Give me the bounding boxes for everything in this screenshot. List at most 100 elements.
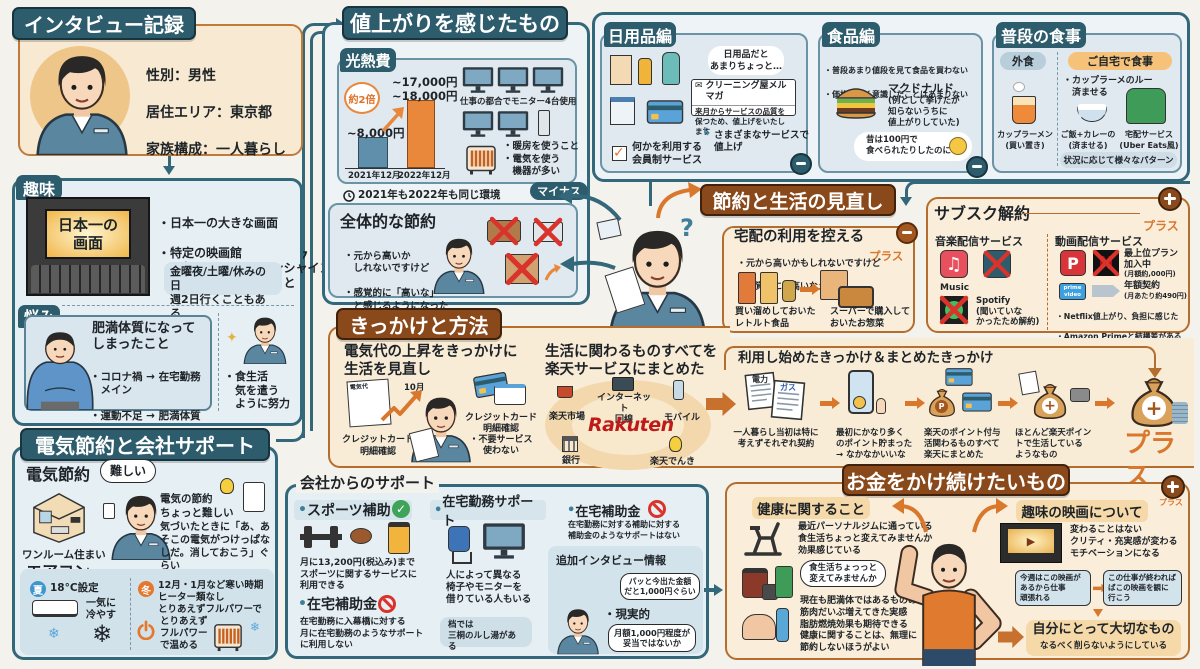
arrow-right-icon	[998, 397, 1018, 409]
utility-cost-tag: 光熱費	[340, 48, 396, 72]
electric-quote: 気づいたときに「あ、あそこの電気がつけっぱなしだ。消しておこう」ぐらい	[160, 522, 270, 572]
monitors-note: 仕事の都合でモニター4台使用	[460, 97, 577, 107]
monitor-icon	[462, 110, 494, 138]
connector-line	[649, 180, 652, 206]
big-arrow-right-icon	[998, 626, 1024, 648]
snowflake-icon: ❄	[48, 626, 60, 642]
month-label: 10月	[404, 383, 425, 393]
exercise-bike-icon	[744, 522, 782, 556]
trigger-title: きっかけと方法	[336, 308, 502, 340]
wallet-icon	[1070, 388, 1090, 402]
divider	[218, 313, 219, 411]
doc-label-power: 電力	[752, 375, 768, 384]
flow-frame-line	[724, 346, 1156, 370]
service-mobile: モバイル	[664, 413, 701, 423]
home-allowance-title: 在宅補助金	[575, 504, 641, 520]
delivery-bullet: ・元から高いかもしれないですけど	[737, 258, 881, 269]
ratio-badge: 約2倍	[344, 82, 380, 114]
newsletter-body: 来月からサービスの品質を 保つため、値上げをいたします	[695, 106, 785, 136]
movie-note: 変わることはない クリティ・充実感が変わる モチベーションになる	[1070, 525, 1178, 559]
dumbbell-weight	[330, 526, 338, 548]
water-bottle-icon	[776, 608, 789, 642]
ball-icon	[350, 528, 372, 544]
worry-causes: ・コロナ禍 → 在宅勤務 メイン ・運動不足 → 肥満体質	[90, 358, 201, 436]
flyer-icon	[610, 97, 635, 125]
arrow-right-icon	[905, 397, 925, 409]
electric-headline: 電気代の上昇をきっかけに 生活を見直し	[344, 344, 518, 378]
credit-card-icon	[494, 384, 526, 405]
milk-carton-icon	[610, 55, 632, 85]
healthy-man-avatar	[240, 312, 290, 364]
meals-summary: 状況に応じて様々なパターン	[1060, 152, 1177, 168]
spotify-label: Spotify (聞いていな かったため解約)	[976, 296, 1040, 327]
bar-2021	[358, 136, 388, 168]
minus-icon	[790, 153, 812, 175]
monitor-icon	[482, 522, 526, 560]
rakuten-logo: Rakuten	[588, 414, 674, 436]
gender-field: 性別：男性	[146, 67, 216, 84]
remote-support-title: 在宅勤務サポート	[442, 495, 534, 529]
delivery-title: 宅配の利用を控える	[731, 228, 868, 247]
point-badge: P	[935, 400, 948, 413]
apple-music-label: Music	[940, 283, 970, 293]
daily-goods-tag: 日用品編	[604, 22, 676, 47]
realistic-point: ・現実的	[604, 607, 650, 621]
newsletter-title: クリーニング屋メルマガ	[705, 81, 787, 103]
bar-label-2021: ~8,000円	[347, 126, 405, 140]
connector-line	[704, 588, 716, 592]
keep-spending-plus-label: プラス	[1159, 498, 1183, 507]
cause-item: ・コロナ禍 → 在宅勤務 メイン	[90, 371, 201, 396]
overweight-man	[26, 328, 94, 410]
arrow-down-icon	[900, 197, 912, 206]
conclusion-note: なるべく削らないようにしている	[1039, 641, 1168, 651]
video-bullet: ・Netflix値上がり、負担に感じた	[1056, 312, 1179, 321]
remote-support-note: 人によって異なる 椅子やモニターを 借りている人もいる	[446, 570, 532, 605]
avatar	[28, 44, 136, 155]
deli-label: スーパーで購入して おいたお惣菜	[830, 307, 911, 329]
office-chair-icon	[448, 526, 470, 552]
service-internet: インターネット 回線	[596, 393, 651, 425]
top-plan-label: 最上位プラン 加入中	[1124, 249, 1179, 270]
flow-step-1: 一人暮らし当初は特に 考えずそれぞれ契約	[733, 428, 819, 449]
theater-illustration: 日本一の 画面	[26, 197, 150, 296]
newsletter-email: ✉クリーニング屋メルマガ 来月からサービスの品質を 保つため、値上げをいたします	[691, 79, 796, 136]
monitor-icon	[497, 110, 529, 138]
increase-arrow-icon	[381, 107, 404, 133]
flow-arrows	[558, 182, 702, 272]
minus-icon	[896, 222, 918, 244]
arrow-down-icon	[1093, 609, 1103, 617]
plus-badge: +	[1142, 396, 1166, 420]
sports-note: 月に13,200円(税込み)まで スポーツに関するサービスに 利用できる	[300, 558, 417, 591]
dumbbell-icon	[300, 534, 342, 540]
overall-saving-title: 全体的な節約	[340, 212, 437, 231]
newsletter-header: ✉クリーニング屋メルマガ	[692, 80, 795, 106]
curved-arrow-icon	[544, 264, 561, 281]
arrow-right-icon	[820, 397, 840, 409]
shopping-cart-icon	[557, 386, 573, 398]
supplement-bottle-icon	[775, 566, 793, 598]
cup-noodle-icon	[1012, 96, 1036, 124]
annual-plan-label: 年額契約	[1124, 281, 1161, 291]
x-label-2021: 2021年12月	[348, 171, 401, 181]
monitor-icon	[532, 66, 564, 94]
checkbox-label: 何かを利用する 会員制サービス	[632, 142, 702, 166]
video-bullet: ・Amazon Primeと結構差がある	[1056, 332, 1182, 341]
plus-badge: +	[1042, 398, 1058, 414]
minus-icon	[966, 156, 988, 178]
heater-icon	[466, 143, 496, 176]
rakuten-ecosystem-inner	[572, 395, 684, 455]
cause-item: ・運動不足 → 肥満体質	[90, 410, 201, 422]
pump-bottle-icon	[662, 52, 680, 85]
arrow-down-icon	[163, 166, 175, 175]
light-bulb-icon	[669, 436, 682, 452]
delivery-plus-label: プラス	[869, 249, 904, 263]
cross-icon	[983, 250, 1011, 278]
bank-icon	[562, 436, 578, 452]
arrow-down-icon	[1148, 368, 1162, 378]
laptop-icon	[612, 377, 634, 391]
aircon-unit-icon	[32, 600, 78, 617]
hobby-bullet: ・日本一の大きな画面	[158, 216, 279, 230]
question-mark-icon: ?	[680, 214, 694, 242]
curved-arrows	[892, 498, 1008, 533]
annual-plan-price: (月あたり約490円)	[1124, 292, 1188, 300]
